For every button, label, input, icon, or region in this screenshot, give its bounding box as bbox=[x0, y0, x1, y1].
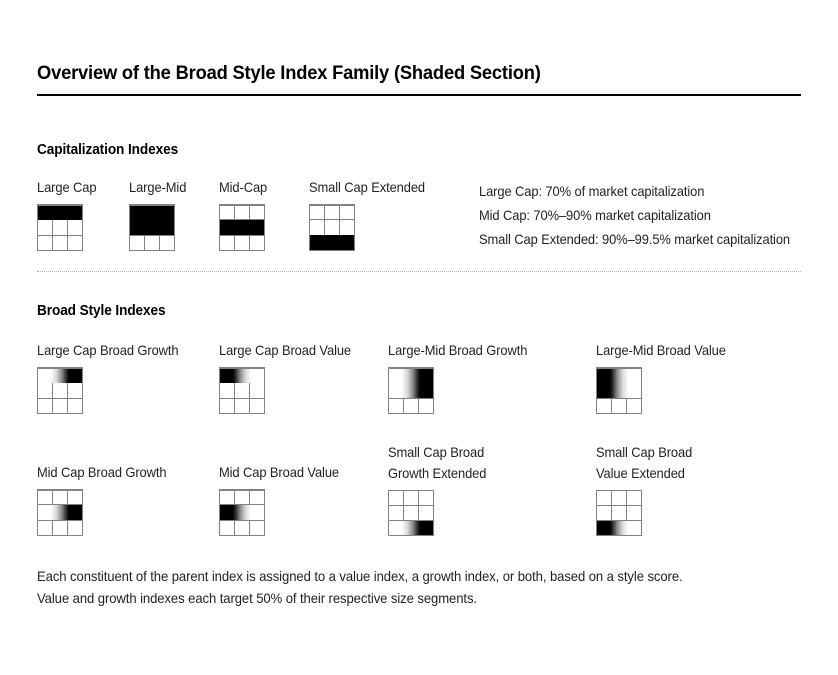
grid-cells bbox=[595, 367, 643, 414]
grid-holder bbox=[218, 489, 345, 536]
style-box-grid bbox=[218, 489, 266, 536]
title-rule bbox=[37, 94, 801, 96]
capitalization-note: Small Cap Extended: 90%–99.5% market cap… bbox=[479, 232, 791, 247]
grid-cells bbox=[36, 489, 84, 536]
cap-item-label: Large Cap bbox=[37, 180, 97, 195]
grid-cells bbox=[36, 367, 84, 414]
style-box-grid bbox=[595, 489, 643, 537]
style-box-grid bbox=[387, 489, 435, 537]
capitalization-note: Mid Cap: 70%–90% market capitalization bbox=[479, 208, 711, 223]
grid-cells bbox=[128, 204, 176, 251]
cap-item-small-cap-extended: Small Cap Extended bbox=[308, 178, 431, 251]
section-heading-capitalization: Capitalization Indexes bbox=[37, 142, 179, 158]
section-heading-broad-style: Broad Style Indexes bbox=[37, 303, 166, 319]
cap-item-label: Large-Mid bbox=[129, 180, 187, 195]
grid-cells bbox=[218, 204, 266, 251]
style-box-grid bbox=[218, 367, 266, 414]
style-item-label-second-line: Growth Extended bbox=[388, 465, 487, 481]
style-item-large-cap-broad-value: Large Cap Broad Value bbox=[218, 341, 358, 414]
capitalization-note: Large Cap: 70% of market capitalization bbox=[479, 184, 705, 199]
footnote-line: Value and growth indexes each target 50%… bbox=[37, 591, 477, 606]
grid-cells bbox=[218, 367, 266, 414]
footnote: Each constituent of the parent index is … bbox=[37, 566, 817, 610]
style-item-label: Small Cap Broad bbox=[596, 445, 693, 460]
style-item-label: Mid Cap Broad Value bbox=[219, 465, 339, 480]
style-box-grid bbox=[387, 367, 435, 414]
grid-cells bbox=[595, 489, 643, 537]
capitalization-notes: Large Cap: 70% of market capitalization … bbox=[479, 180, 806, 252]
style-box-grid bbox=[36, 367, 84, 414]
cap-item-label: Small Cap Extended bbox=[309, 180, 426, 195]
style-item-large-mid-broad-value: Large-Mid Broad Value bbox=[595, 341, 733, 414]
style-item-label: Mid Cap Broad Growth bbox=[37, 465, 167, 480]
grid-holder bbox=[218, 204, 270, 251]
grid-cells bbox=[387, 489, 435, 537]
grid-holder bbox=[308, 204, 431, 251]
style-item-label: Large-Mid Broad Value bbox=[596, 343, 726, 358]
grid-holder bbox=[595, 489, 697, 537]
grid-holder bbox=[387, 489, 492, 537]
style-item-mid-cap-broad-growth: Mid Cap Broad Growth bbox=[36, 463, 173, 536]
grid-cells bbox=[218, 489, 266, 536]
grid-holder bbox=[36, 367, 186, 414]
title-block: Overview of the Broad Style Index Family… bbox=[37, 62, 801, 96]
grid-holder bbox=[218, 367, 358, 414]
style-item-large-mid-broad-growth: Large-Mid Broad Growth bbox=[387, 341, 535, 414]
style-item-small-cap-broad-value-extended: Small Cap Broad Value Extended bbox=[595, 443, 697, 537]
style-box-grid bbox=[128, 204, 176, 251]
grid-cells bbox=[36, 204, 84, 251]
grid-holder bbox=[36, 204, 100, 251]
style-item-label-second-line: Value Extended bbox=[596, 465, 685, 481]
style-box-grid bbox=[36, 204, 84, 251]
page-title: Overview of the Broad Style Index Family… bbox=[37, 62, 541, 84]
grid-holder bbox=[128, 204, 189, 251]
grid-holder bbox=[595, 367, 733, 414]
style-item-large-cap-broad-growth: Large Cap Broad Growth bbox=[36, 341, 186, 414]
style-item-mid-cap-broad-value: Mid Cap Broad Value bbox=[218, 463, 345, 536]
grid-holder bbox=[36, 489, 173, 536]
style-box-grid bbox=[595, 367, 643, 414]
cap-item-large-cap: Large Cap bbox=[36, 178, 100, 251]
style-box-grid bbox=[308, 204, 356, 251]
style-item-label: Large Cap Broad Value bbox=[219, 343, 352, 358]
cap-item-mid-cap: Mid-Cap bbox=[218, 178, 270, 251]
footnote-line: Each constituent of the parent index is … bbox=[37, 569, 683, 584]
style-item-label: Large Cap Broad Growth bbox=[37, 343, 179, 358]
style-box-grid bbox=[218, 204, 266, 251]
grid-holder bbox=[387, 367, 535, 414]
cap-item-label: Mid-Cap bbox=[219, 180, 268, 195]
section-divider bbox=[37, 271, 801, 272]
style-item-small-cap-broad-growth-extended: Small Cap Broad Growth Extended bbox=[387, 443, 492, 537]
style-box-grid bbox=[36, 489, 84, 536]
grid-cells bbox=[387, 367, 435, 414]
grid-cells bbox=[308, 204, 356, 251]
cap-item-large-mid: Large-Mid bbox=[128, 178, 189, 251]
style-item-label: Large-Mid Broad Growth bbox=[388, 343, 528, 358]
style-item-label: Small Cap Broad bbox=[388, 445, 485, 460]
